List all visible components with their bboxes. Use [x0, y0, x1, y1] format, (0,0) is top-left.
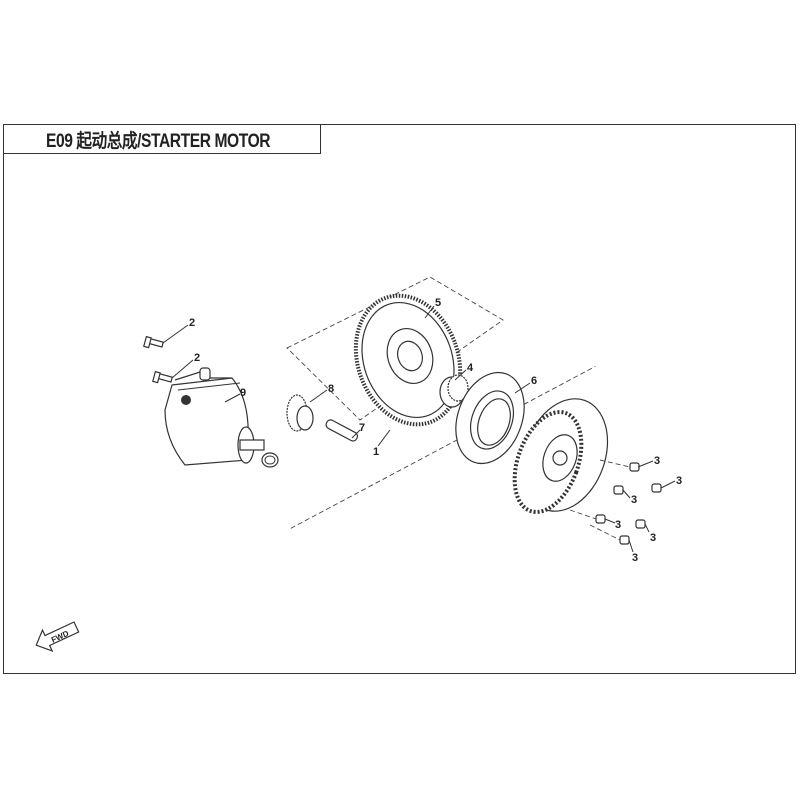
bolts-3	[569, 459, 662, 545]
callout-3: 3	[650, 532, 656, 544]
shaft	[325, 419, 359, 442]
bolt-2a	[143, 335, 164, 349]
callout-2: 2	[194, 352, 200, 364]
callout-9: 9	[240, 387, 246, 399]
callout-4: 4	[467, 362, 474, 374]
callout-2: 2	[189, 317, 195, 329]
page-title: E09 起动总成/STARTER MOTOR	[46, 130, 271, 152]
leader-lines	[162, 305, 676, 553]
axis-line	[290, 366, 596, 529]
one-way-clutch	[455, 371, 525, 465]
driven-gear	[353, 293, 463, 427]
callout-6: 6	[531, 375, 537, 387]
fwd-arrow-icon: FWD	[35, 621, 80, 653]
flywheel	[512, 398, 609, 514]
callout-3: 3	[615, 519, 621, 531]
title-box: E09 起动总成/STARTER MOTOR	[3, 124, 321, 154]
callout-5: 5	[435, 297, 441, 309]
callout-3: 3	[631, 494, 637, 506]
callout-8: 8	[328, 383, 334, 395]
starter-motor	[164, 367, 279, 468]
callout-3: 3	[676, 475, 682, 487]
bolt-2b	[152, 370, 173, 384]
idler-gear	[286, 394, 314, 432]
callout-3: 3	[632, 552, 638, 564]
callout-1: 1	[373, 446, 379, 458]
callout-7: 7	[359, 422, 365, 434]
needle-bearing	[439, 374, 469, 408]
diagram-frame	[3, 124, 796, 674]
callout-3: 3	[654, 455, 660, 467]
